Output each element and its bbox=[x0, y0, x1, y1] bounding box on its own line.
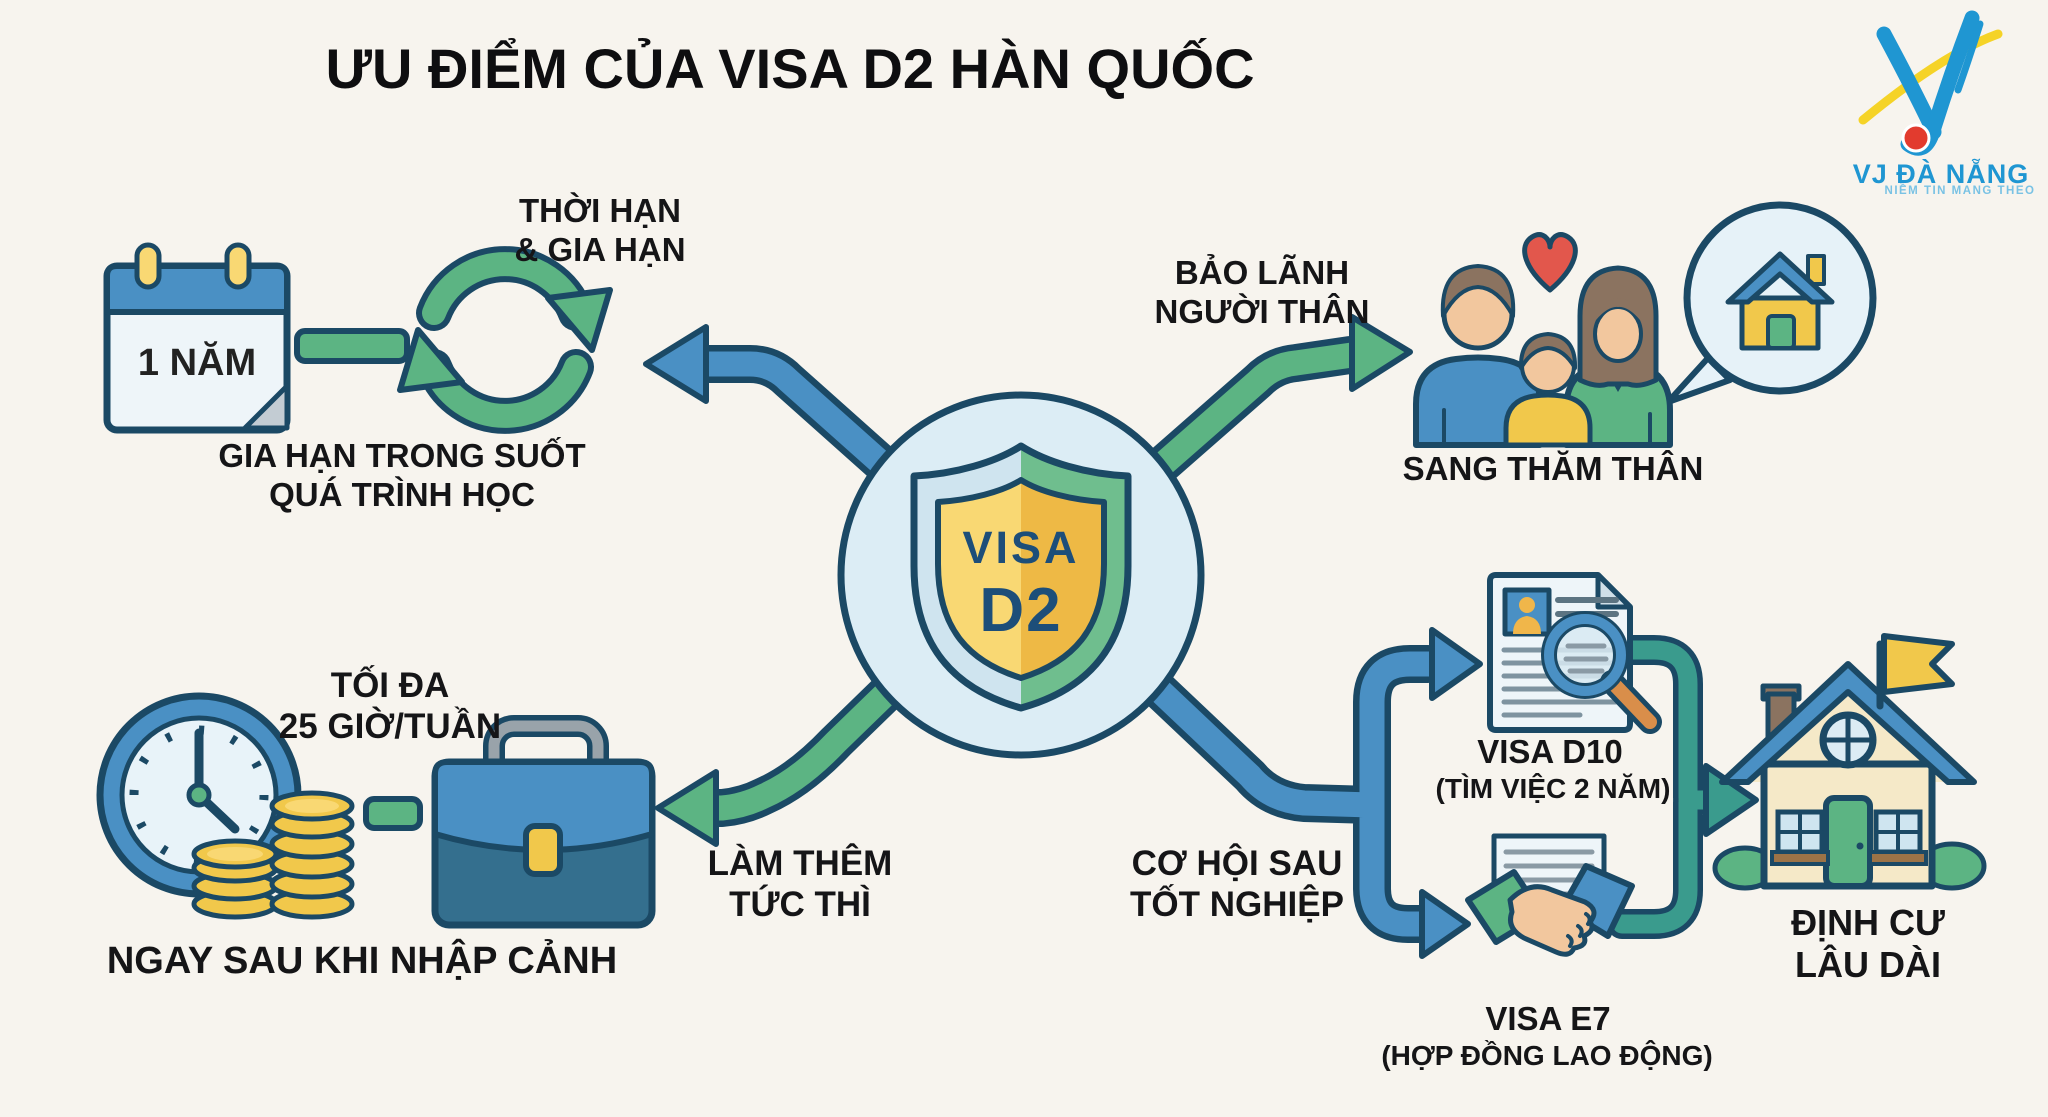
duration-label: THỜI HẠN & GIA HẠN bbox=[514, 192, 686, 268]
arrow-graduation bbox=[1121, 627, 1483, 959]
connector-dash-work bbox=[363, 796, 423, 831]
work-hours-label: TỐI ĐA 25 GIỜ/TUẦN bbox=[278, 666, 502, 747]
graduation-label: CƠ HỘI SAU TỐT NGHIỆP bbox=[1130, 844, 1344, 925]
heart-icon bbox=[1522, 232, 1578, 293]
work-caption: NGAY SAU KHI NHẬP CẢNH bbox=[106, 940, 618, 982]
speech-bubble-house-icon bbox=[1665, 201, 1877, 405]
page-title: ƯU ĐIỂM CỦA VISA D2 HÀN QUỐC bbox=[325, 37, 1255, 100]
family-icon bbox=[1413, 264, 1673, 448]
recycle-icon bbox=[397, 246, 613, 434]
arrow-family bbox=[1118, 314, 1413, 506]
arrow-duration bbox=[643, 324, 927, 506]
visa-d10-title: VISA D10 bbox=[1477, 733, 1623, 770]
magnifier-icon bbox=[1541, 611, 1662, 734]
house-icon bbox=[1712, 661, 1987, 891]
coins-icon bbox=[191, 790, 355, 920]
arrow-work bbox=[655, 655, 925, 847]
visa-shield-badge bbox=[837, 391, 1205, 759]
handshake-icon bbox=[1465, 833, 1635, 957]
connector-dash-duration bbox=[294, 328, 410, 364]
settlement-label: ĐỊNH CƯ LÂU DÀI bbox=[1791, 902, 1945, 986]
calendar-icon bbox=[103, 242, 291, 434]
visa-e7-subtitle: (HỢP ĐỒNG LAO ĐỘNG) bbox=[1381, 1040, 1713, 1071]
visa-d10-subtitle: (TÌM VIỆC 2 NĂM) bbox=[1435, 773, 1671, 804]
duration-caption: GIA HẠN TRONG SUỐT QUÁ TRÌNH HỌC bbox=[218, 437, 586, 513]
calendar-label: 1 NĂM bbox=[137, 342, 257, 384]
badge-visa-text: VISA bbox=[962, 522, 1080, 573]
visa-e7-title: VISA E7 bbox=[1485, 1000, 1611, 1037]
logo-tagline: NIỀM TIN MANG THEO bbox=[1884, 185, 2036, 197]
work-label: LÀM THÊM TỨC THÌ bbox=[707, 844, 893, 925]
badge-d2-text: D2 bbox=[979, 576, 1063, 645]
logo-name: VJ ĐÀ NẴNG bbox=[1852, 159, 2030, 189]
family-caption: SANG THĂM THÂN bbox=[1402, 450, 1704, 487]
arrow-settlement bbox=[1597, 635, 1759, 939]
vj-logo-mark bbox=[1858, 10, 2003, 156]
flag-icon bbox=[1876, 633, 1955, 710]
family-label: BẢO LÃNH NGƯỜI THÂN bbox=[1154, 254, 1370, 330]
briefcase-icon bbox=[431, 715, 656, 929]
